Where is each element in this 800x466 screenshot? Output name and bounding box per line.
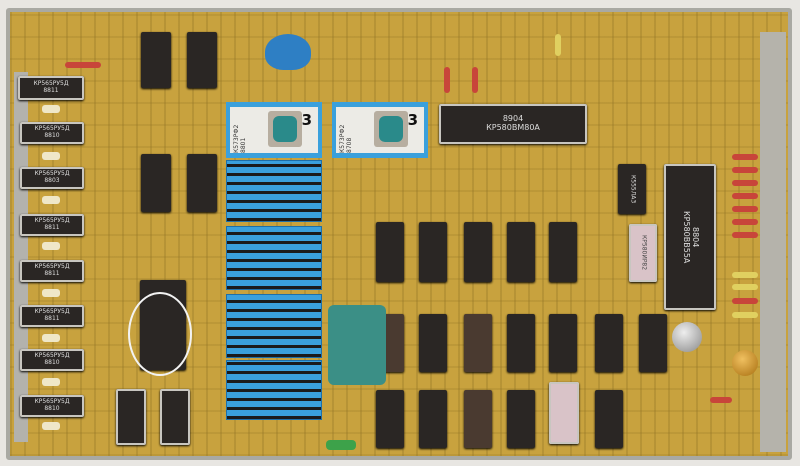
logic-chip [549,382,579,444]
logic-chip [595,390,623,448]
resistor [42,105,60,113]
logic-chip [464,314,492,372]
resistor [472,67,478,93]
logic-chip: К555ЛА3 [618,164,646,214]
logic-chip [141,154,171,212]
logic-chip [376,222,404,282]
resistor [42,152,60,160]
chip-socket [226,160,322,222]
resistor [444,67,450,93]
resistor [732,167,758,173]
logic-chip [419,314,447,372]
logic-chip [507,390,535,448]
jumper-wire [128,292,192,376]
resistor [42,334,60,342]
logic-chip [464,222,492,282]
resistor [732,272,758,278]
resistor [732,298,758,304]
logic-chip [160,389,190,445]
logic-chip [116,389,146,445]
buffer-chip: КР580ИР82 [629,224,657,282]
resistor [732,193,758,199]
logic-chip [419,390,447,448]
resistor [732,232,758,238]
resistor [65,62,101,68]
logic-chip [141,32,171,88]
logic-chip [549,222,577,282]
metal-edge-right [760,32,786,452]
chip-socket [226,226,322,290]
capacitor [265,34,311,70]
logic-chip [595,314,623,372]
transistor [732,350,758,376]
resistor [42,422,60,430]
logic-chip [419,222,447,282]
resistor [732,154,758,160]
chip-socket [226,360,322,420]
resistor [732,180,758,186]
logic-chip [187,154,217,212]
transistor [672,322,702,352]
logic-chip [549,314,577,372]
resistor [42,196,60,204]
logic-chip [464,390,492,448]
resistor [42,378,60,386]
resistor [732,206,758,212]
capacitor [328,305,386,385]
logic-chip [639,314,667,372]
resistor [732,312,758,318]
logic-chip [187,32,217,88]
resistor [42,242,60,250]
chip-socket [226,294,322,358]
logic-chip [507,314,535,372]
logic-chip [507,222,535,282]
resistor [42,289,60,297]
resistor [732,284,758,290]
capacitor [326,440,356,450]
resistor [555,34,561,56]
logic-chip [376,390,404,448]
resistor [710,397,732,403]
resistor [732,219,758,225]
